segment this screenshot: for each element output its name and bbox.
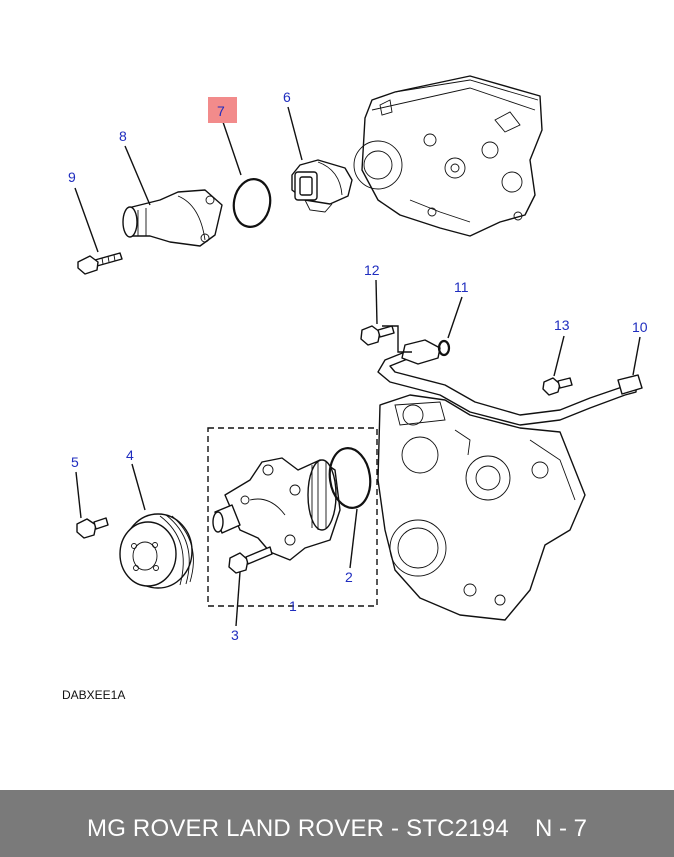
outlet-elbow-drawing (122, 189, 223, 247)
leader-lines (74, 106, 641, 627)
callout-9[interactable]: 9 (68, 169, 76, 185)
exploded-parts-diagram: 1 2 3 4 5 6 7 8 9 10 11 12 13 (68, 75, 648, 643)
callout-4[interactable]: 4 (126, 447, 134, 463)
footer-bar (0, 790, 674, 857)
coolant-pipe-drawing (377, 339, 643, 426)
callout-6[interactable]: 6 (283, 89, 291, 105)
pulley-drawing (119, 513, 194, 589)
callout-10[interactable]: 10 (632, 319, 648, 335)
drawing-code: DABXEE1A (62, 688, 126, 702)
highlight-box (208, 97, 237, 123)
gasket-ring-drawing (232, 178, 272, 228)
callout-13[interactable]: 13 (554, 317, 570, 333)
thermostat-drawing (291, 159, 353, 213)
bolt-9-drawing (77, 252, 123, 275)
cylinder-head-drawing (353, 75, 543, 237)
callouts: 1 2 3 4 5 6 7 8 9 10 11 12 13 (68, 89, 648, 643)
timing-cover-drawing (377, 394, 586, 621)
footer-page-number: N - 7 (535, 815, 588, 842)
o-ring-11-drawing (437, 339, 451, 357)
callout-1[interactable]: 1 (289, 598, 297, 614)
callout-3[interactable]: 3 (231, 627, 239, 643)
bolt-5-drawing (76, 517, 109, 539)
bolt-3-drawing (228, 546, 273, 574)
bolt-12-drawing (360, 325, 395, 346)
callout-12[interactable]: 12 (364, 262, 380, 278)
bolt-13-drawing (542, 377, 573, 396)
assembly-box (207, 427, 378, 607)
callout-8[interactable]: 8 (119, 128, 127, 144)
pump-gasket-drawing (328, 447, 372, 509)
footer-title: MG ROVER LAND ROVER - STC2194 (87, 815, 509, 842)
callout-7[interactable]: 7 (217, 103, 225, 119)
callout-5[interactable]: 5 (71, 454, 79, 470)
water-pump-drawing (212, 457, 341, 561)
callout-2[interactable]: 2 (345, 569, 353, 585)
callout-11[interactable]: 11 (454, 279, 469, 295)
